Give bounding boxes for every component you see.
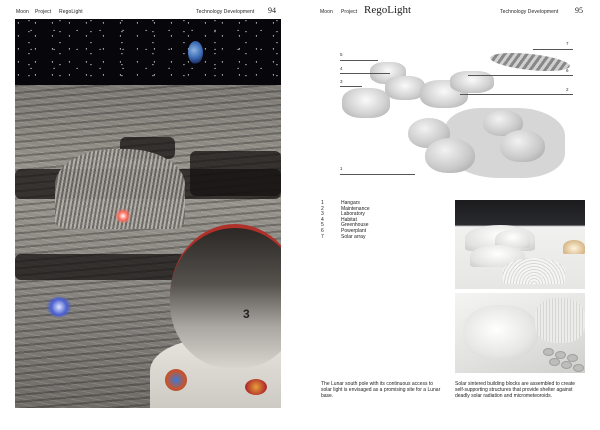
caption-right: Solar sintered building blocks are assem… [455, 381, 576, 399]
legend-item: 5 Greenhouse [321, 223, 370, 229]
rover-light [45, 297, 73, 317]
powerplant-module [450, 71, 494, 93]
header-chapter: Technology Development [500, 9, 559, 15]
legend-item: 1 Hangars [321, 200, 370, 207]
callout-label: 5 [340, 52, 343, 57]
crater-shadow [190, 151, 281, 196]
legend-number: 6 [321, 227, 324, 234]
right-page: Moon Project RegoLight Technology Develo… [300, 0, 600, 430]
legend-item: 3 Laboratory [321, 212, 370, 218]
habitat-module [385, 76, 425, 100]
callout-line [340, 60, 378, 61]
regolith-disc [543, 348, 554, 356]
legend-number: 7 [321, 233, 324, 240]
astronaut-helmet [170, 224, 281, 368]
sintered-module [535, 298, 585, 343]
page-number: 94 [268, 6, 276, 15]
header-category: Project [35, 9, 52, 15]
suit-patch-icon [165, 369, 187, 391]
legend-item: 4 Habitat [321, 216, 370, 224]
legend-number: 2 [321, 205, 324, 212]
callout-line [460, 94, 573, 95]
callout-line [340, 73, 390, 74]
suit-patch-icon [245, 379, 267, 395]
callout-line [340, 174, 415, 175]
legend-item: 2 Maintenance [321, 205, 370, 213]
laboratory-module [342, 88, 390, 118]
regolith-disc [573, 364, 584, 372]
header-chapter: Technology Development [196, 9, 255, 15]
legend-item: 7 Solar array [321, 233, 370, 241]
solar-array [489, 49, 571, 75]
legend-label: Greenhouse [341, 222, 369, 229]
model-dome [503, 258, 565, 284]
header-section: Moon [320, 9, 333, 15]
diagram-legend: 1 Hangars 2 Maintenance 3 Laboratory 4 Habit… [321, 200, 370, 241]
callout-label: 6 [566, 68, 569, 73]
legend-label: Laboratory [341, 211, 365, 218]
callout-label: 4 [340, 66, 343, 71]
legend-label: Maintenance [341, 205, 370, 212]
regolith-disc [555, 351, 566, 359]
callout-line [340, 86, 362, 87]
legend-number: 4 [321, 216, 324, 223]
header-project: RegoLight [59, 9, 83, 15]
legend-number: 5 [321, 222, 324, 229]
model-dome [563, 240, 585, 254]
legend-label: Habitat [341, 216, 357, 223]
habitat-light [115, 209, 131, 223]
header-project: RegoLight [364, 4, 412, 16]
earth-icon [188, 41, 203, 64]
helmet-number: 3 [243, 307, 250, 321]
base-layout-diagram: 5 4 3 7 6 2 1 [330, 38, 595, 183]
crater-shadow [15, 254, 185, 280]
callout-line [533, 49, 573, 50]
callout-label: 3 [340, 79, 343, 84]
starry-sky [15, 19, 281, 87]
header-category: Project [341, 9, 358, 15]
callout-label: 7 [566, 41, 569, 46]
regolith-disc [567, 354, 578, 362]
hangar-dome [500, 130, 545, 162]
regolith-disc [561, 361, 572, 369]
caption-left: The Lunar south pole with its continuous… [321, 381, 441, 399]
scale-model-photo [455, 200, 585, 289]
legend-item: 6 Powerplant [321, 227, 370, 235]
legend-label: Powerplant [341, 227, 367, 234]
sintered-block-photo [455, 293, 585, 373]
sintered-module [463, 305, 538, 360]
left-page: Moon Project RegoLight Technology Develo… [16, 6, 276, 15]
regolith-disc [549, 358, 560, 366]
legend-number: 3 [321, 211, 324, 218]
callout-label: 1 [340, 166, 343, 171]
legend-label: Solar array [341, 233, 366, 240]
page-number: 95 [575, 6, 583, 15]
header-section: Moon [16, 9, 29, 15]
legend-number: 1 [321, 200, 324, 206]
callout-label: 2 [566, 87, 569, 92]
lunar-base-photo: 3 [15, 19, 281, 408]
hangar-dome [425, 138, 475, 173]
model-dome [495, 230, 530, 248]
legend-label: Hangars [341, 200, 360, 206]
callout-line [468, 75, 573, 76]
